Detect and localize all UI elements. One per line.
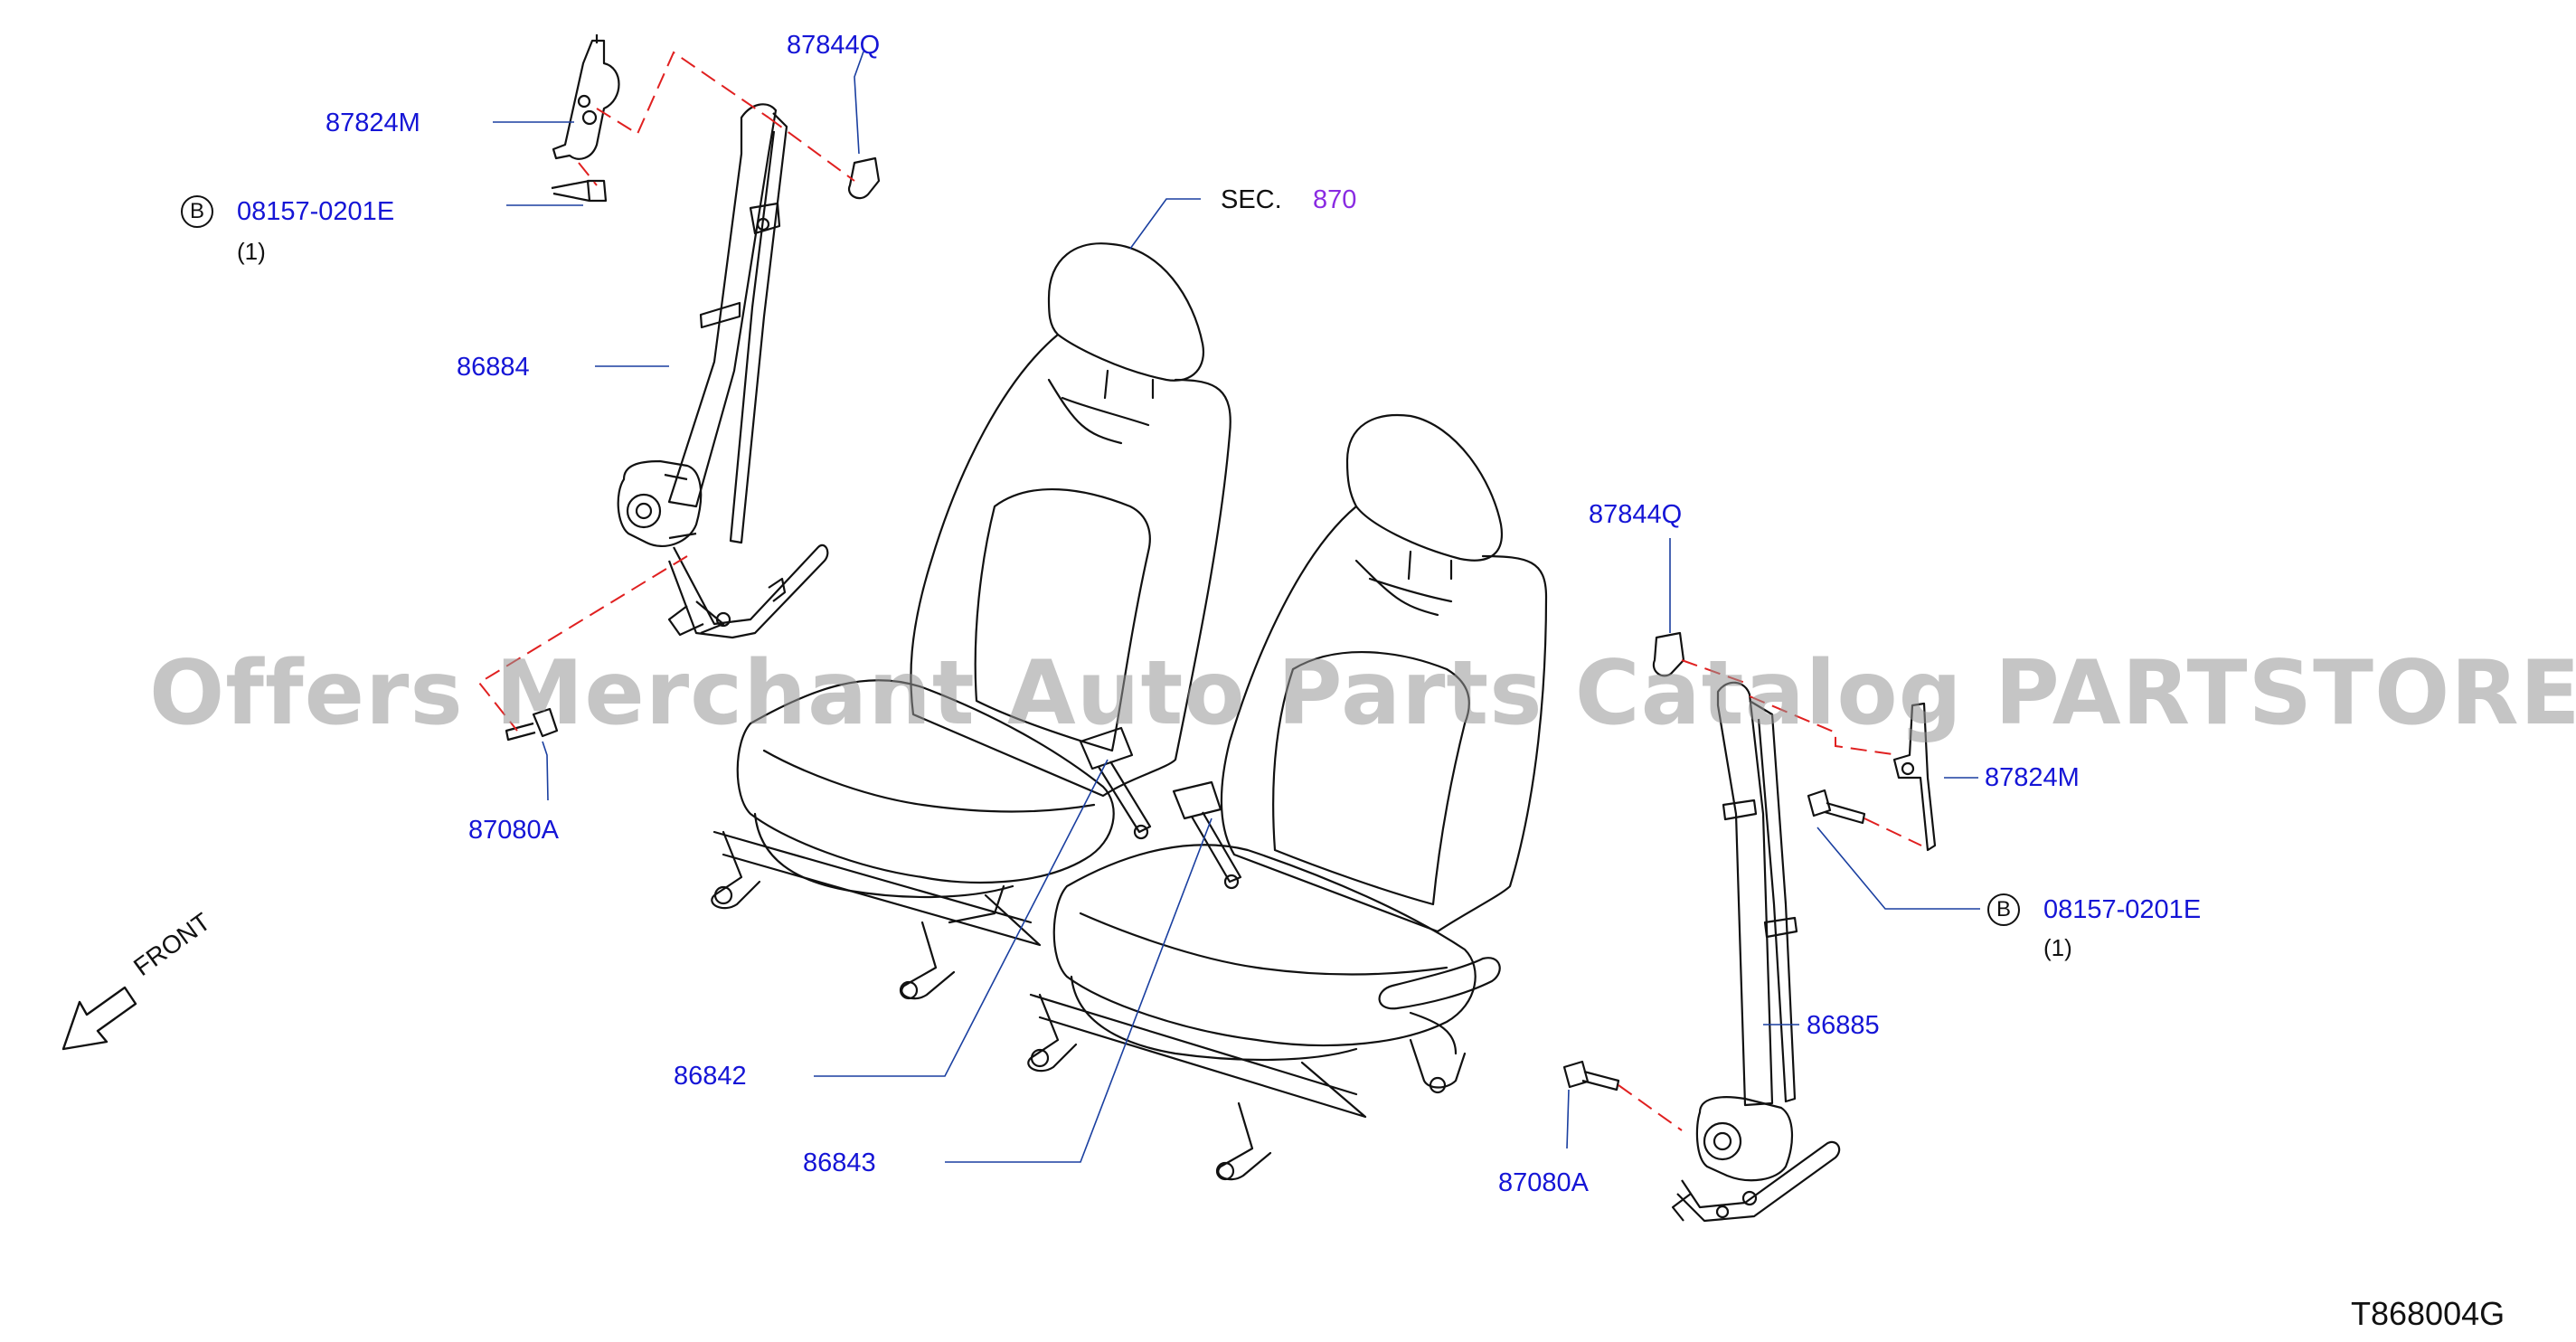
callout-87824m-right: 87824M <box>1985 763 2080 792</box>
callout-87080a-right: 87080A <box>1498 1168 1589 1197</box>
bolt-marker-right: B <box>1987 893 2020 926</box>
callout-86884: 86884 <box>457 353 530 382</box>
reference-code: T868004G <box>2351 1295 2505 1332</box>
assembly-lines <box>477 51 1922 1131</box>
callout-sec: SEC. <box>1221 185 1282 214</box>
leader-lines <box>493 51 1980 1163</box>
callout-08157-left: 08157-0201E <box>237 197 395 226</box>
buckle-drawings <box>1079 726 1242 890</box>
right-seat-drawing <box>1027 414 1548 1181</box>
left-seat-drawing <box>711 242 1231 1000</box>
right-belt-drawing <box>1562 631 1937 1223</box>
callout-87844q-top: 87844Q <box>787 31 881 60</box>
bolt-marker-left: B <box>181 195 213 228</box>
callout-sec-number: 870 <box>1313 185 1357 214</box>
callout-87844q-right: 87844Q <box>1589 500 1683 529</box>
callout-87080a-left: 87080A <box>468 816 559 845</box>
front-arrow-icon <box>61 986 137 1051</box>
callout-87824m-left: 87824M <box>326 109 420 137</box>
callout-08157-right: 08157-0201E <box>2043 895 2202 924</box>
callout-86842: 86842 <box>674 1062 747 1091</box>
callout-86843: 86843 <box>803 1148 876 1177</box>
left-belt-drawing <box>505 34 881 742</box>
callout-86885: 86885 <box>1807 1011 1880 1040</box>
quantity-left: (1) <box>237 238 266 265</box>
quantity-right: (1) <box>2043 934 2072 961</box>
